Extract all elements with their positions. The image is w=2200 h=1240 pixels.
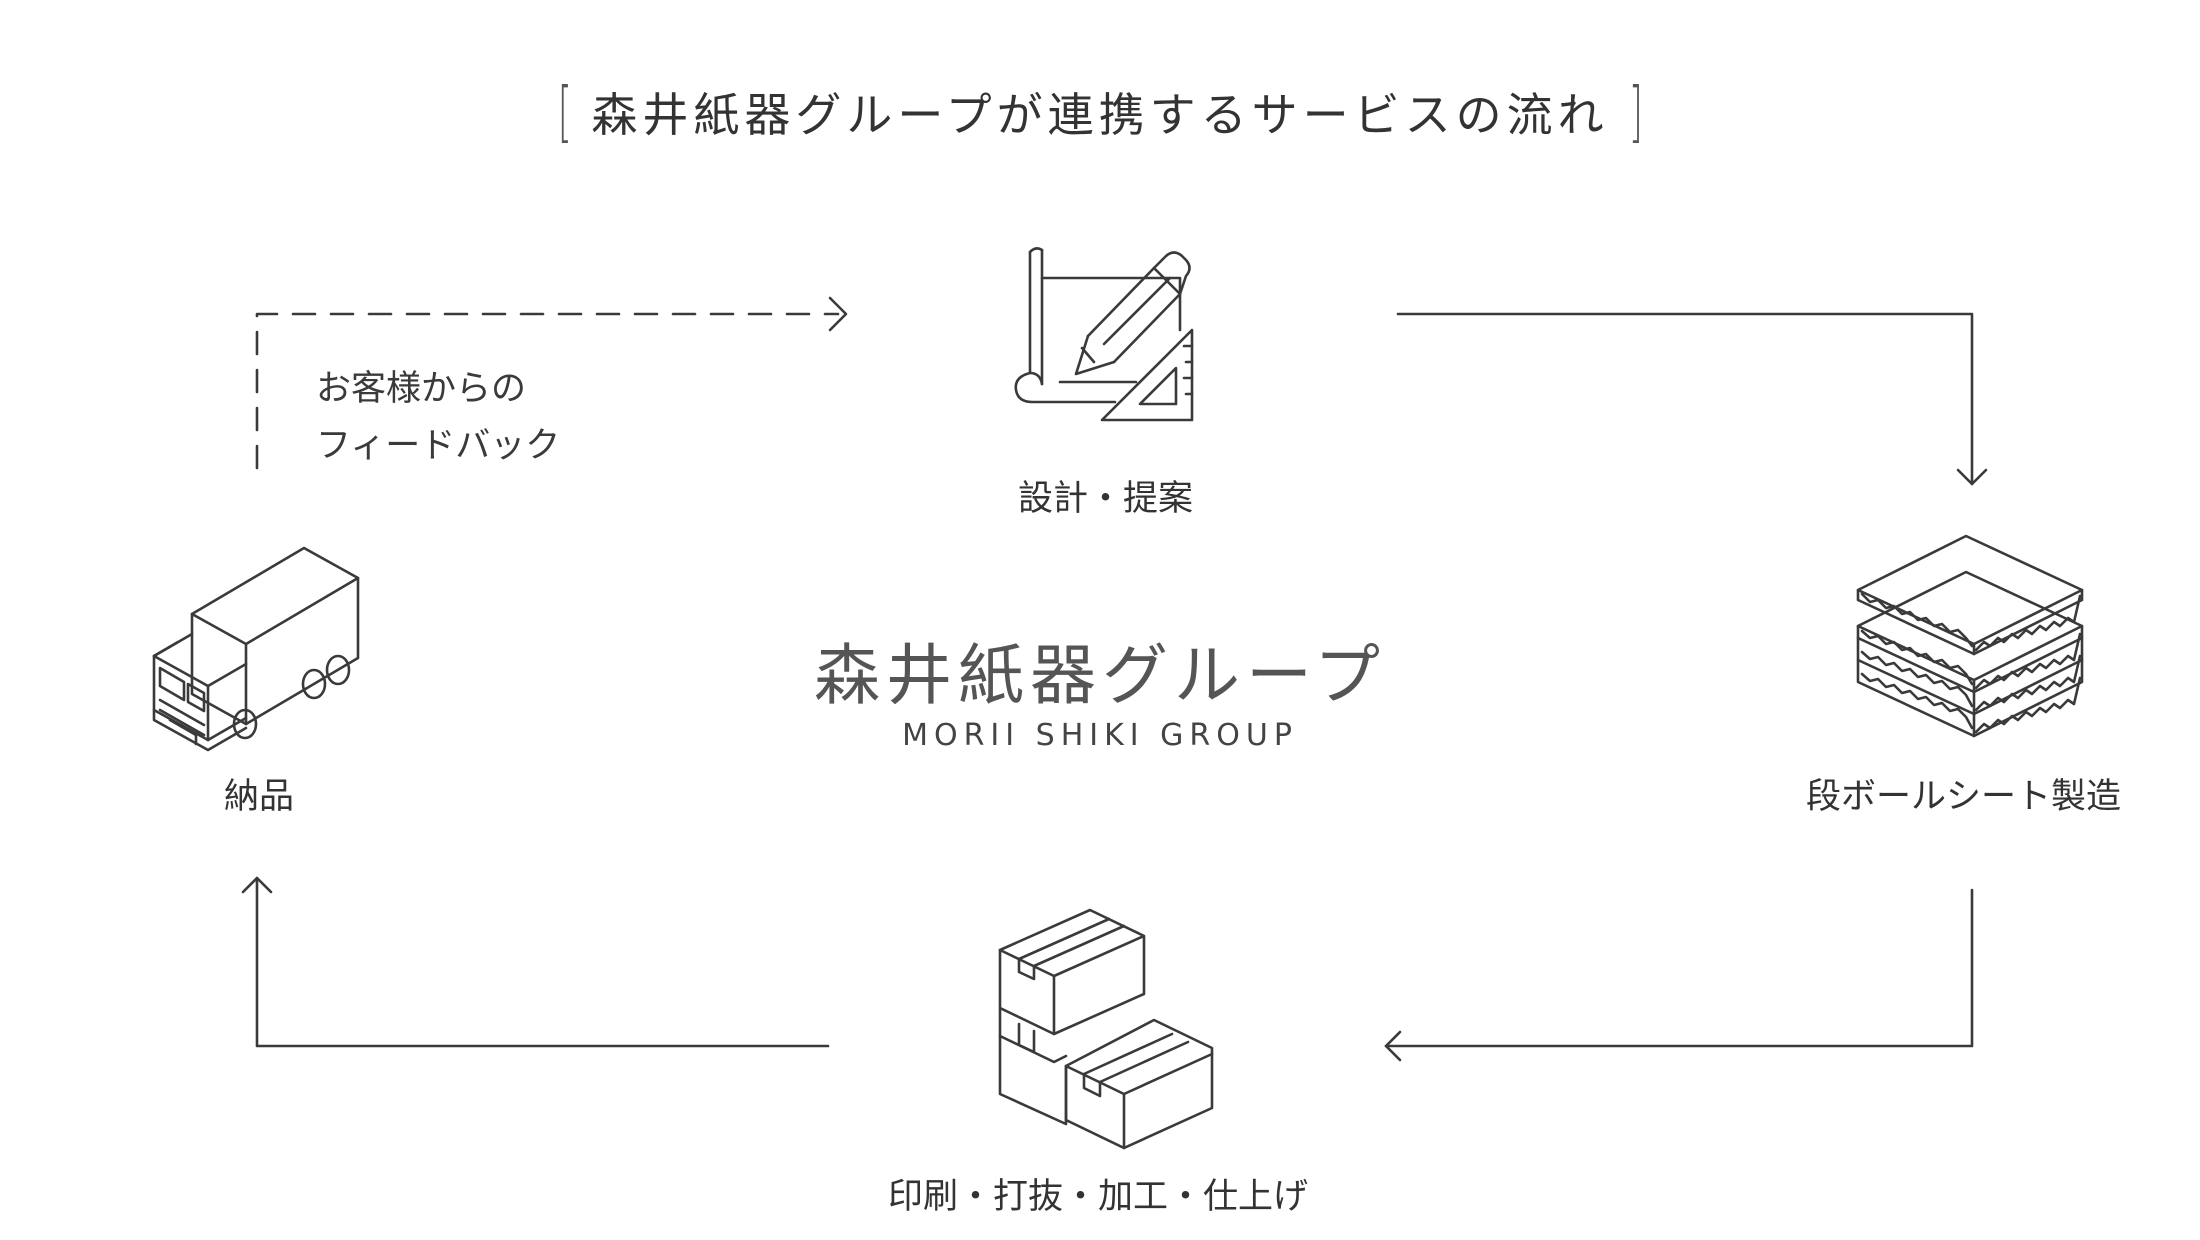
flow-arrow-design-to-sheet [1396,312,1988,486]
delivery-truck-icon [152,546,360,752]
step-label-design: 設計・提案 [1018,479,1194,519]
blueprint-pencil-ruler-icon [1014,247,1194,422]
flow-arrow-sheet-to-print [1384,888,1974,1062]
header: [ 森井紙器グループが連携するサービスの流れ ] [0,72,2200,152]
step-label-print: 印刷・打抜・加工・仕上げ [888,1177,1309,1217]
title-bracket-open: [ [557,73,572,150]
page-title: 森井紙器グループが連携するサービスの流れ [591,88,1609,142]
feedback-arrow [255,296,848,470]
feedback-text-line1: お客様からの [316,369,527,409]
title-bracket-close: ] [1628,73,1643,150]
feedback-text-line2: フィードバック [316,426,561,466]
corrugated-sheets-icon [1856,534,2084,738]
flow-arrow-print-to-deliver [241,876,830,1048]
group-name-en: MORII SHIKI GROUP [902,718,1298,753]
step-label-sheet: 段ボールシート製造 [1806,777,2122,817]
stacked-boxes-icon [998,908,1214,1150]
group-name: 森井紙器グループ [813,637,1387,714]
step-label-deliver: 納品 [224,777,295,817]
